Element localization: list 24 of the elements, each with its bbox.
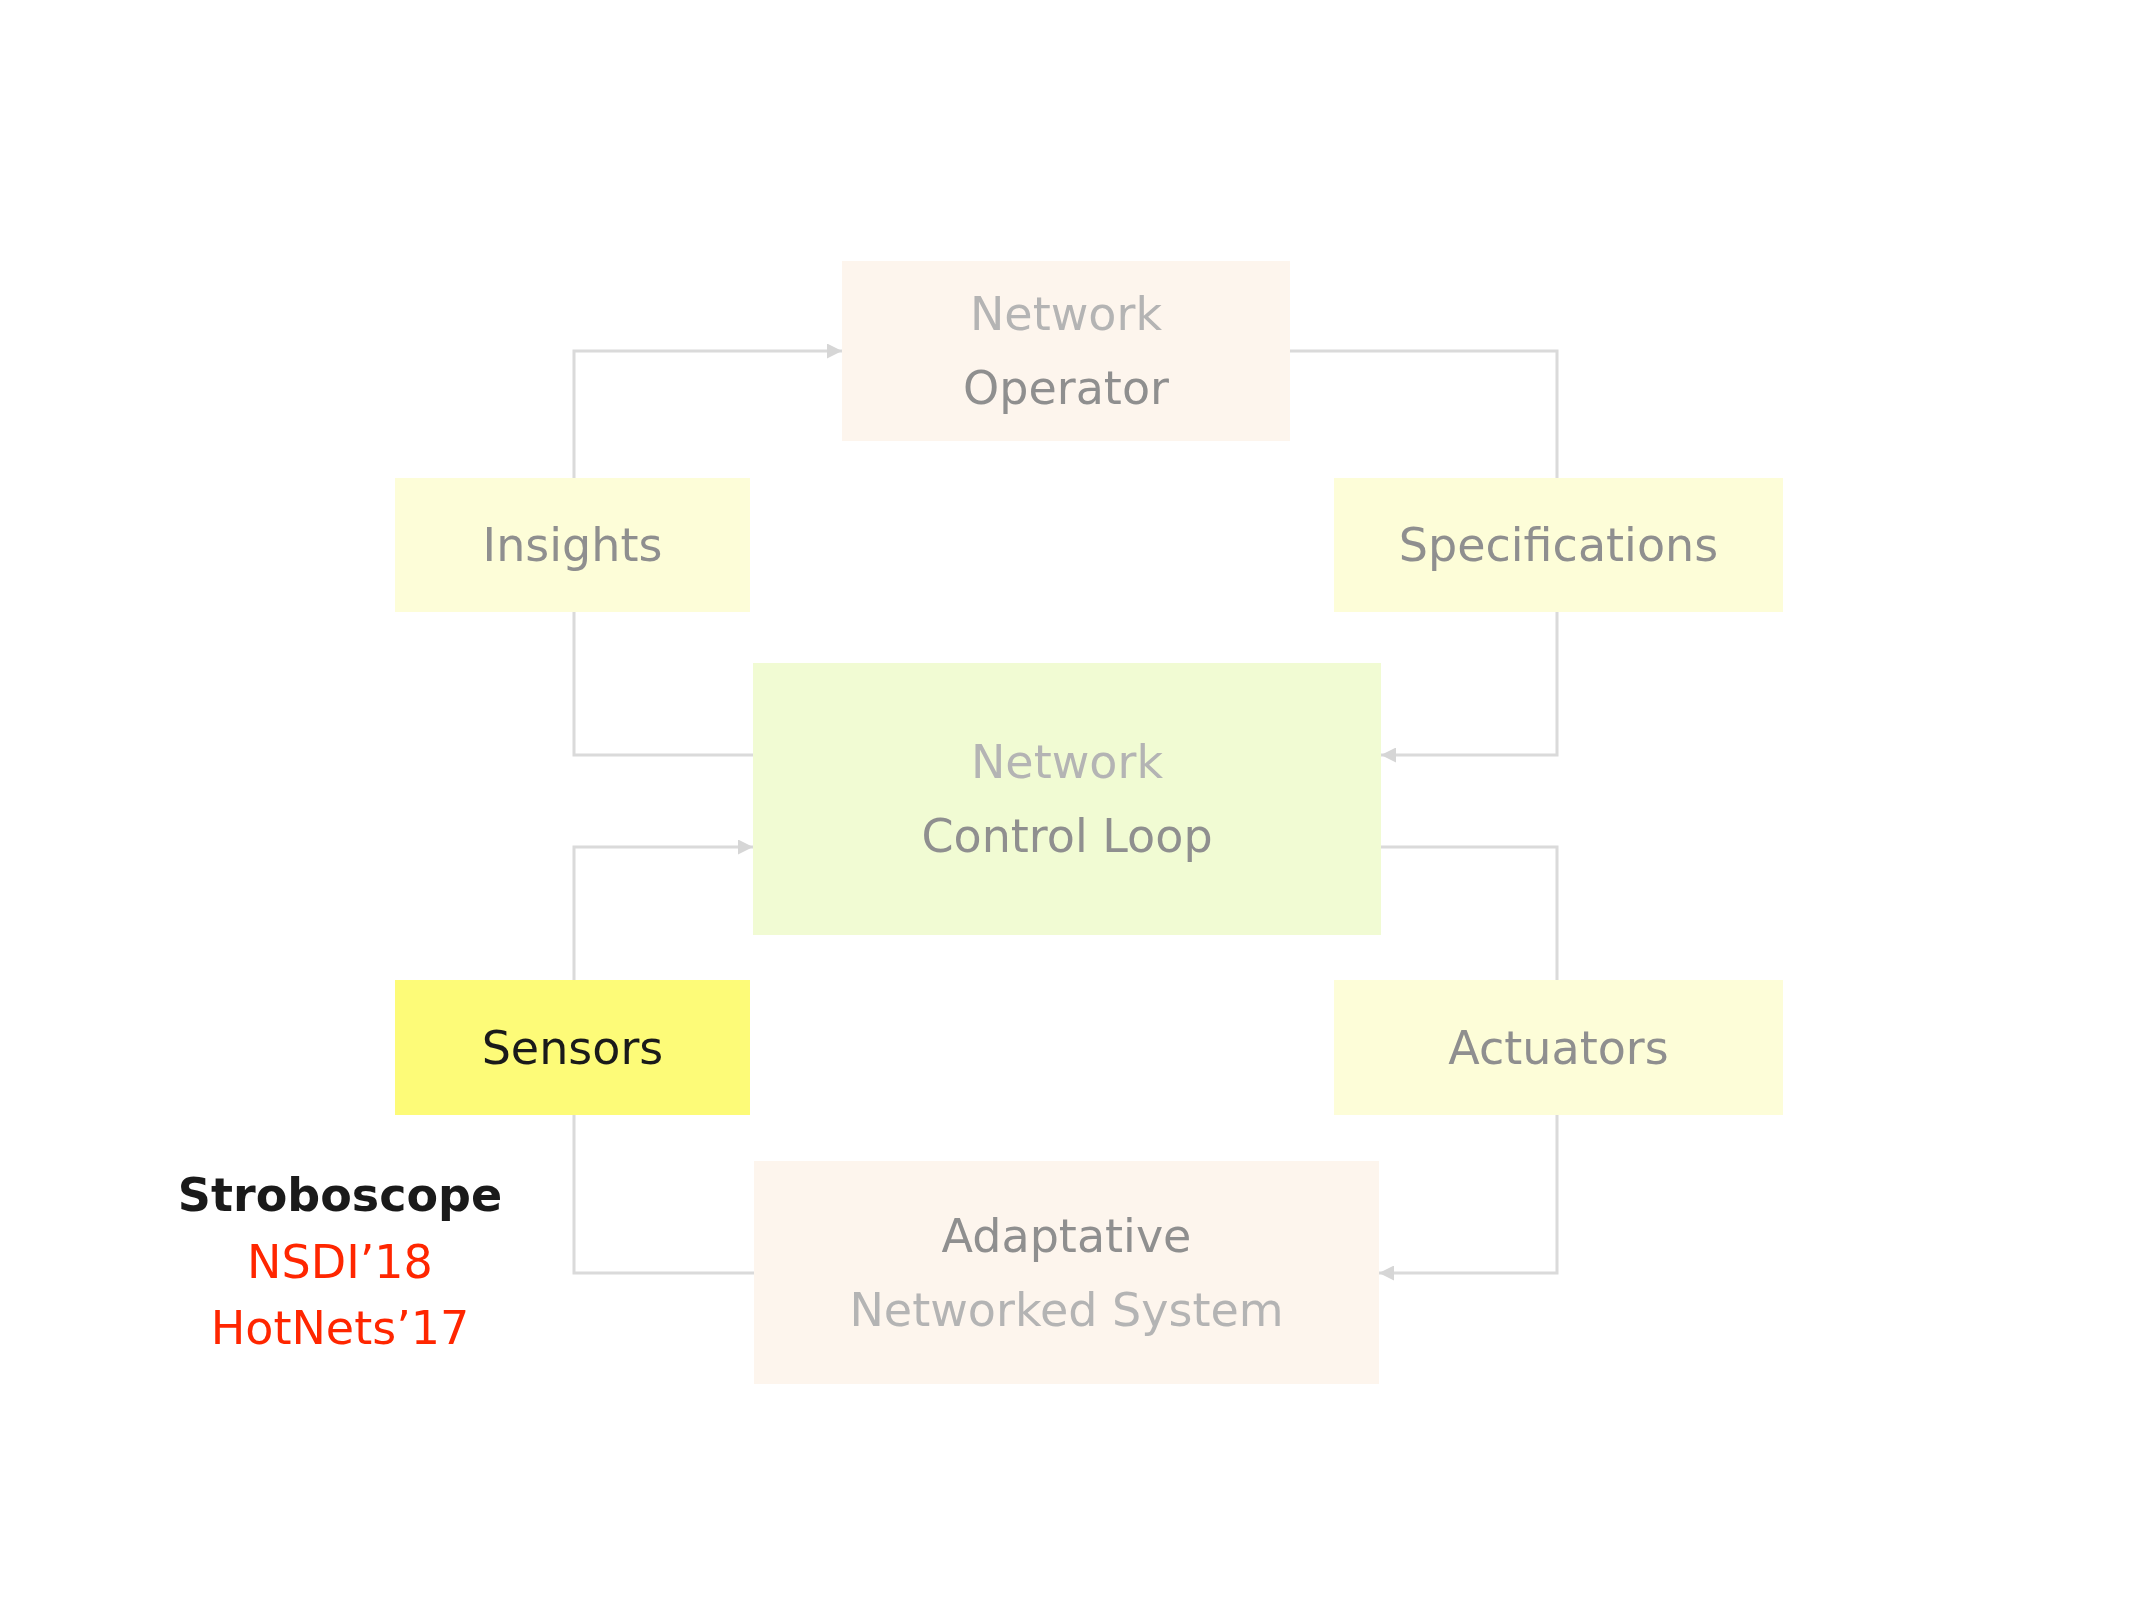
box-text: Network	[970, 734, 1164, 791]
process-box	[1334, 478, 1783, 612]
process-box	[754, 1161, 1379, 1384]
venue-label: NSDI’18	[247, 1234, 433, 1290]
process-box	[395, 980, 750, 1115]
box-text: Actuators	[1448, 1019, 1669, 1077]
process-box	[842, 261, 1290, 441]
box-text: Specifications	[1398, 517, 1719, 574]
connector-arrow	[1381, 612, 1559, 763]
process-box	[1334, 980, 1783, 1115]
box-text: Networked System	[849, 1281, 1284, 1339]
connector-arrow	[572, 839, 753, 980]
connector-arrow	[1379, 1115, 1559, 1281]
connector-arrow	[572, 343, 842, 478]
box-text: Control Loop	[921, 808, 1213, 865]
box-text: Adaptative	[941, 1207, 1192, 1265]
process-box	[753, 663, 1381, 935]
box-text: Operator	[963, 360, 1169, 417]
box-text: Network	[969, 286, 1163, 343]
system-name: Stroboscope	[177, 1167, 503, 1223]
venue-label: HotNets’17	[210, 1300, 470, 1356]
box-text: Insights	[482, 517, 663, 574]
process-box	[395, 478, 750, 612]
box-text: Sensors	[481, 1019, 664, 1077]
